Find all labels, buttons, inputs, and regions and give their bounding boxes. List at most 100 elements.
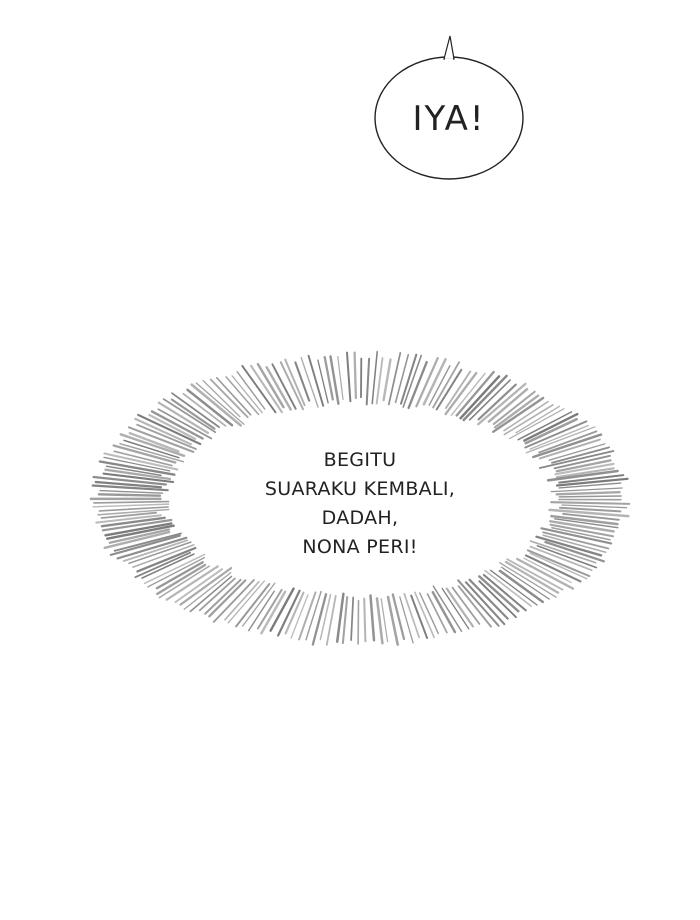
burst-line [499, 562, 557, 598]
burst-line [410, 594, 429, 639]
burst-line [529, 540, 597, 564]
burst-line [529, 424, 589, 450]
burst-line [508, 408, 565, 440]
burst-line [441, 587, 470, 630]
burst-lines [89, 350, 631, 646]
burst-line [548, 508, 630, 518]
burst-line [431, 590, 457, 634]
burst-line [231, 375, 263, 414]
burst-line [555, 459, 612, 473]
burst-line [444, 370, 472, 410]
burst-line [204, 578, 242, 615]
burst-line [174, 568, 223, 603]
burst-line [157, 408, 213, 440]
burst-line [363, 597, 367, 643]
burst-line [113, 532, 182, 552]
burst-line [555, 467, 615, 479]
burst-line [432, 585, 463, 632]
burst-line [202, 379, 241, 418]
burst-line [136, 546, 197, 573]
burst-line [369, 594, 376, 642]
burst-line [540, 527, 613, 545]
burst-line [290, 594, 309, 639]
burst-line [95, 514, 162, 524]
burst-line [550, 487, 623, 493]
burst-line [97, 493, 162, 497]
burst-line [256, 588, 283, 630]
burst-line [477, 382, 527, 426]
burst-line [464, 581, 506, 626]
speech-bubble [374, 35, 524, 180]
burst-line [538, 438, 601, 460]
burst-line [371, 350, 378, 405]
burst-line [538, 450, 615, 469]
burst-line [555, 477, 629, 487]
burst-line [558, 506, 622, 513]
burst-line [553, 518, 619, 529]
burst-line [284, 358, 306, 407]
burst-line [525, 426, 596, 454]
burst-line [487, 387, 529, 423]
burst-line [179, 566, 233, 606]
burst-line [346, 351, 352, 403]
burst-line [455, 370, 495, 417]
burst-line [132, 544, 195, 568]
burst-line [544, 540, 605, 563]
burst-line [103, 530, 171, 550]
burst-line [536, 545, 598, 569]
burst-line [365, 357, 371, 406]
burst-line [529, 545, 593, 572]
burst-line [98, 460, 176, 476]
burst-line [241, 364, 277, 414]
burst-line [300, 357, 319, 408]
burst-line [450, 372, 486, 416]
burst-line [98, 506, 169, 512]
burst-line [542, 531, 610, 550]
narration-text: BEGITU SUARAKU KEMBALI, DADAH, NONA PERI… [235, 446, 485, 562]
burst-line [435, 368, 463, 411]
burst-line [105, 465, 162, 477]
burst-line [128, 431, 180, 453]
burst-line [123, 439, 180, 459]
burst-line [428, 364, 451, 406]
burst-line [375, 597, 384, 645]
burst-line [523, 557, 572, 584]
burst-line [269, 587, 295, 632]
burst-line [422, 358, 447, 406]
burst-line [553, 454, 611, 470]
burst-line [500, 566, 550, 600]
burst-line [195, 382, 245, 425]
burst-line [451, 586, 481, 625]
burst-line [558, 495, 622, 498]
burst-line [394, 353, 410, 404]
burst-line [484, 569, 533, 607]
burst-line [225, 376, 260, 416]
burst-line [402, 354, 423, 408]
burst-line [529, 552, 588, 580]
burst-line [183, 572, 232, 610]
burst-line [457, 585, 492, 628]
burst-line [419, 592, 440, 635]
burst-line [503, 400, 549, 432]
narration-line: DADAH, [321, 507, 399, 529]
burst-line [119, 442, 185, 463]
burst-line [277, 589, 301, 637]
burst-line [106, 524, 175, 540]
burst-line [305, 590, 322, 641]
burst-line [208, 579, 247, 618]
burst-line [523, 412, 579, 442]
burst-line [143, 553, 206, 585]
burst-line [350, 596, 355, 641]
burst-line [335, 592, 345, 643]
burst-line [482, 573, 527, 612]
burst-line [489, 569, 538, 606]
burst-line [198, 577, 236, 612]
burst-line [182, 392, 227, 427]
burst-line [141, 553, 195, 579]
burst-line [236, 371, 266, 410]
burst-line [477, 383, 517, 421]
burst-line [414, 591, 435, 639]
burst-line [99, 489, 164, 494]
burst-line [155, 561, 204, 590]
